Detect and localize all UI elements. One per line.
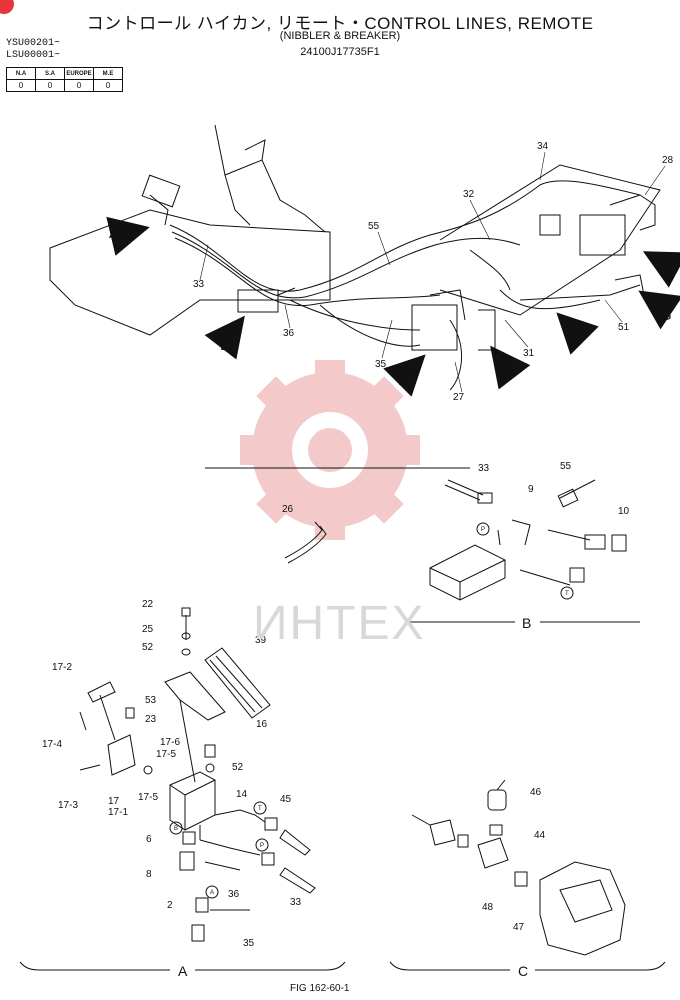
callout-label: 2 (167, 900, 173, 911)
arrow-b-icon (204, 315, 245, 360)
callout-label: 25 (142, 624, 154, 635)
callout-label: 16 (256, 719, 268, 730)
port-mark: T (565, 591, 569, 597)
detail-c-view (389, 779, 666, 971)
arrow-label: A (109, 225, 119, 242)
callout-label: 17-3 (58, 800, 78, 811)
callout-label: 17-1 (108, 807, 128, 818)
port-mark: P (481, 527, 485, 533)
callout-label: 17-4 (42, 739, 62, 750)
serial-range-2: LSU00001~ (6, 50, 61, 61)
port-mark: B (174, 826, 178, 832)
callout-label: 52 (142, 642, 154, 653)
port-marker-icon (253, 801, 267, 815)
serial-range-1: YSU00201~ (6, 38, 61, 49)
port-mark: P (260, 843, 264, 849)
callout-label: 31 (523, 348, 535, 359)
callout-label: 44 (534, 830, 546, 841)
market-table: N.A S.A EUROPE M.E 0 0 0 0 (6, 67, 123, 92)
callout-label: 8 (146, 869, 152, 880)
callout-label: 48 (482, 902, 494, 913)
callout-label: 17-6 (160, 737, 180, 748)
callout-label: 51 (618, 322, 630, 333)
arrow-label: C (662, 265, 673, 282)
detail-a-view (19, 607, 346, 971)
port-marker-icon (169, 821, 183, 835)
callout-label: 17 (108, 796, 120, 807)
arrow-c-icon (642, 251, 680, 288)
callout-label: 23 (145, 714, 157, 725)
callout-label: 14 (236, 789, 248, 800)
callout-label: 46 (530, 787, 542, 798)
callout-label: 36 (283, 328, 295, 339)
callout-label: 17-5 (138, 792, 158, 803)
section-label-b: B (522, 615, 531, 631)
watermark-gear-icon (240, 360, 420, 540)
port-marker-icon (255, 838, 269, 852)
port-mark: T (258, 806, 262, 812)
callout-label: 34 (537, 141, 549, 152)
arrow-d-icon (556, 312, 599, 355)
main-leader-lines (199, 151, 666, 393)
watermark-text: ИНТЕХ (253, 597, 426, 650)
market-value: 0 (64, 79, 94, 92)
detail-b-labels: 33 9 55 10 26 P T B (282, 461, 630, 631)
callout-label: 33 (290, 897, 302, 908)
detail-a-labels: 22 25 52 39 17-2 53 23 16 17-4 17-6 17-5… (42, 599, 302, 979)
callout-label: 32 (463, 189, 475, 200)
diagram-subtitle: (NIBBLER & BREAKER) (279, 30, 401, 42)
callout-label: 26 (282, 504, 294, 515)
callout-label: 22 (142, 599, 154, 610)
callout-label: 9 (528, 484, 534, 495)
main-arrows (106, 216, 680, 397)
market-value: 0 (93, 79, 123, 92)
callout-label: 53 (145, 695, 157, 706)
arrow-g-icon (638, 290, 680, 330)
diagram-title: コントロール ハイカン, リモート・CONTROL LINES, REMOTE (86, 14, 594, 33)
main-assembly-view (49, 124, 661, 391)
part-number: 24100J17735F1 (300, 46, 380, 58)
arrow-label: E (398, 372, 408, 389)
callout-label: 35 (243, 938, 255, 949)
callout-label: 33 (193, 279, 205, 290)
callout-label: 55 (560, 461, 572, 472)
detail-b-view (205, 467, 640, 623)
port-marker-icon (476, 522, 490, 536)
arrow-label: D (570, 334, 581, 351)
callout-label: 39 (255, 635, 267, 646)
callout-label: 45 (280, 794, 292, 805)
callout-label: 36 (228, 889, 240, 900)
arrow-f-icon (490, 345, 531, 390)
corner-badge (0, 0, 14, 14)
port-mark: A (210, 890, 214, 896)
arrow-label: G (660, 307, 672, 324)
section-label-c: C (518, 963, 528, 979)
section-label-a: A (178, 963, 188, 979)
detail-c-labels: 46 44 48 47 C (482, 787, 546, 979)
callout-label: 47 (513, 922, 525, 933)
figure-label: FIG 162-60-1 (290, 983, 350, 994)
arrow-label: B (220, 337, 230, 354)
port-marker-icon (560, 586, 574, 600)
callout-label: 33 (478, 463, 490, 474)
callout-label: 35 (375, 359, 387, 370)
main-arrow-letters: A B C D E F G (109, 225, 673, 389)
callout-label: 17-2 (52, 662, 72, 673)
callout-label: 10 (618, 506, 630, 517)
callout-label: 27 (453, 392, 465, 403)
callout-label: 28 (662, 155, 674, 166)
arrow-e-icon (383, 354, 426, 397)
callout-label: 17-5 (156, 749, 176, 760)
arrow-label: F (505, 362, 514, 379)
arrow-a-icon (106, 216, 150, 256)
main-callouts: 34 28 32 55 33 36 35 27 31 51 (193, 141, 674, 403)
port-marker-icon (205, 885, 219, 899)
callout-label: 55 (368, 221, 380, 232)
callout-label: 52 (232, 762, 244, 773)
callout-label: 6 (146, 834, 152, 845)
